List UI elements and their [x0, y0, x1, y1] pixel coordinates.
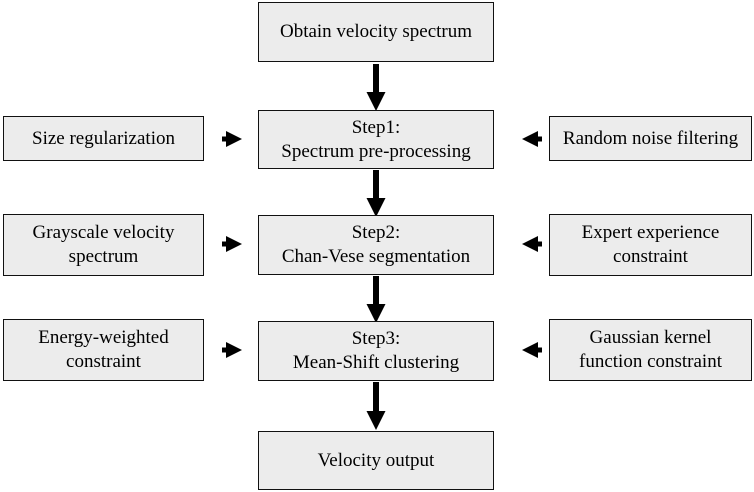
step3-label: Mean-Shift clustering: [292, 352, 460, 373]
random-noise-filtering-label: Random noise filtering: [562, 127, 739, 149]
gaussian-line2: function constraint: [579, 351, 722, 372]
grayscale-line2: spectrum: [68, 246, 139, 267]
step3-title: Step3:: [351, 328, 401, 349]
gaussian-line1: Gaussian kernel: [589, 327, 712, 348]
grayscale-velocity-spectrum-box: Grayscale velocity spectrum: [3, 214, 204, 276]
energy-line1: Energy-weighted: [38, 327, 169, 348]
random-noise-filtering-box: Random noise filtering: [549, 116, 752, 161]
obtain-velocity-spectrum-label: Obtain velocity spectrum: [279, 21, 473, 42]
obtain-velocity-spectrum-box: Obtain velocity spectrum: [258, 2, 494, 62]
energy-weighted-constraint-box: Energy-weighted constraint: [3, 319, 204, 381]
velocity-output-label: Velocity output: [317, 449, 435, 471]
energy-line2: constraint: [66, 351, 141, 372]
velocity-output-box: Velocity output: [258, 431, 494, 490]
grayscale-line1: Grayscale velocity: [32, 222, 175, 243]
size-regularization-box: Size regularization: [3, 116, 204, 161]
gaussian-kernel-constraint-box: Gaussian kernel function constraint: [549, 319, 752, 381]
expert-line2: constraint: [613, 246, 688, 267]
step2-label: Chan-Vese segmentation: [281, 246, 471, 267]
step2-title: Step2:: [351, 222, 401, 243]
expert-line1: Expert experience: [581, 222, 720, 243]
step1-label: Spectrum pre-processing: [281, 140, 471, 162]
step2-box: Step2: Chan-Vese segmentation: [258, 215, 494, 275]
step3-box: Step3: Mean-Shift clustering: [258, 321, 494, 381]
expert-experience-constraint-box: Expert experience constraint: [549, 214, 752, 276]
size-regularization-label: Size regularization: [32, 127, 175, 149]
step1-title: Step1:: [351, 116, 401, 138]
step1-box: Step1: Spectrum pre-processing: [258, 110, 494, 169]
